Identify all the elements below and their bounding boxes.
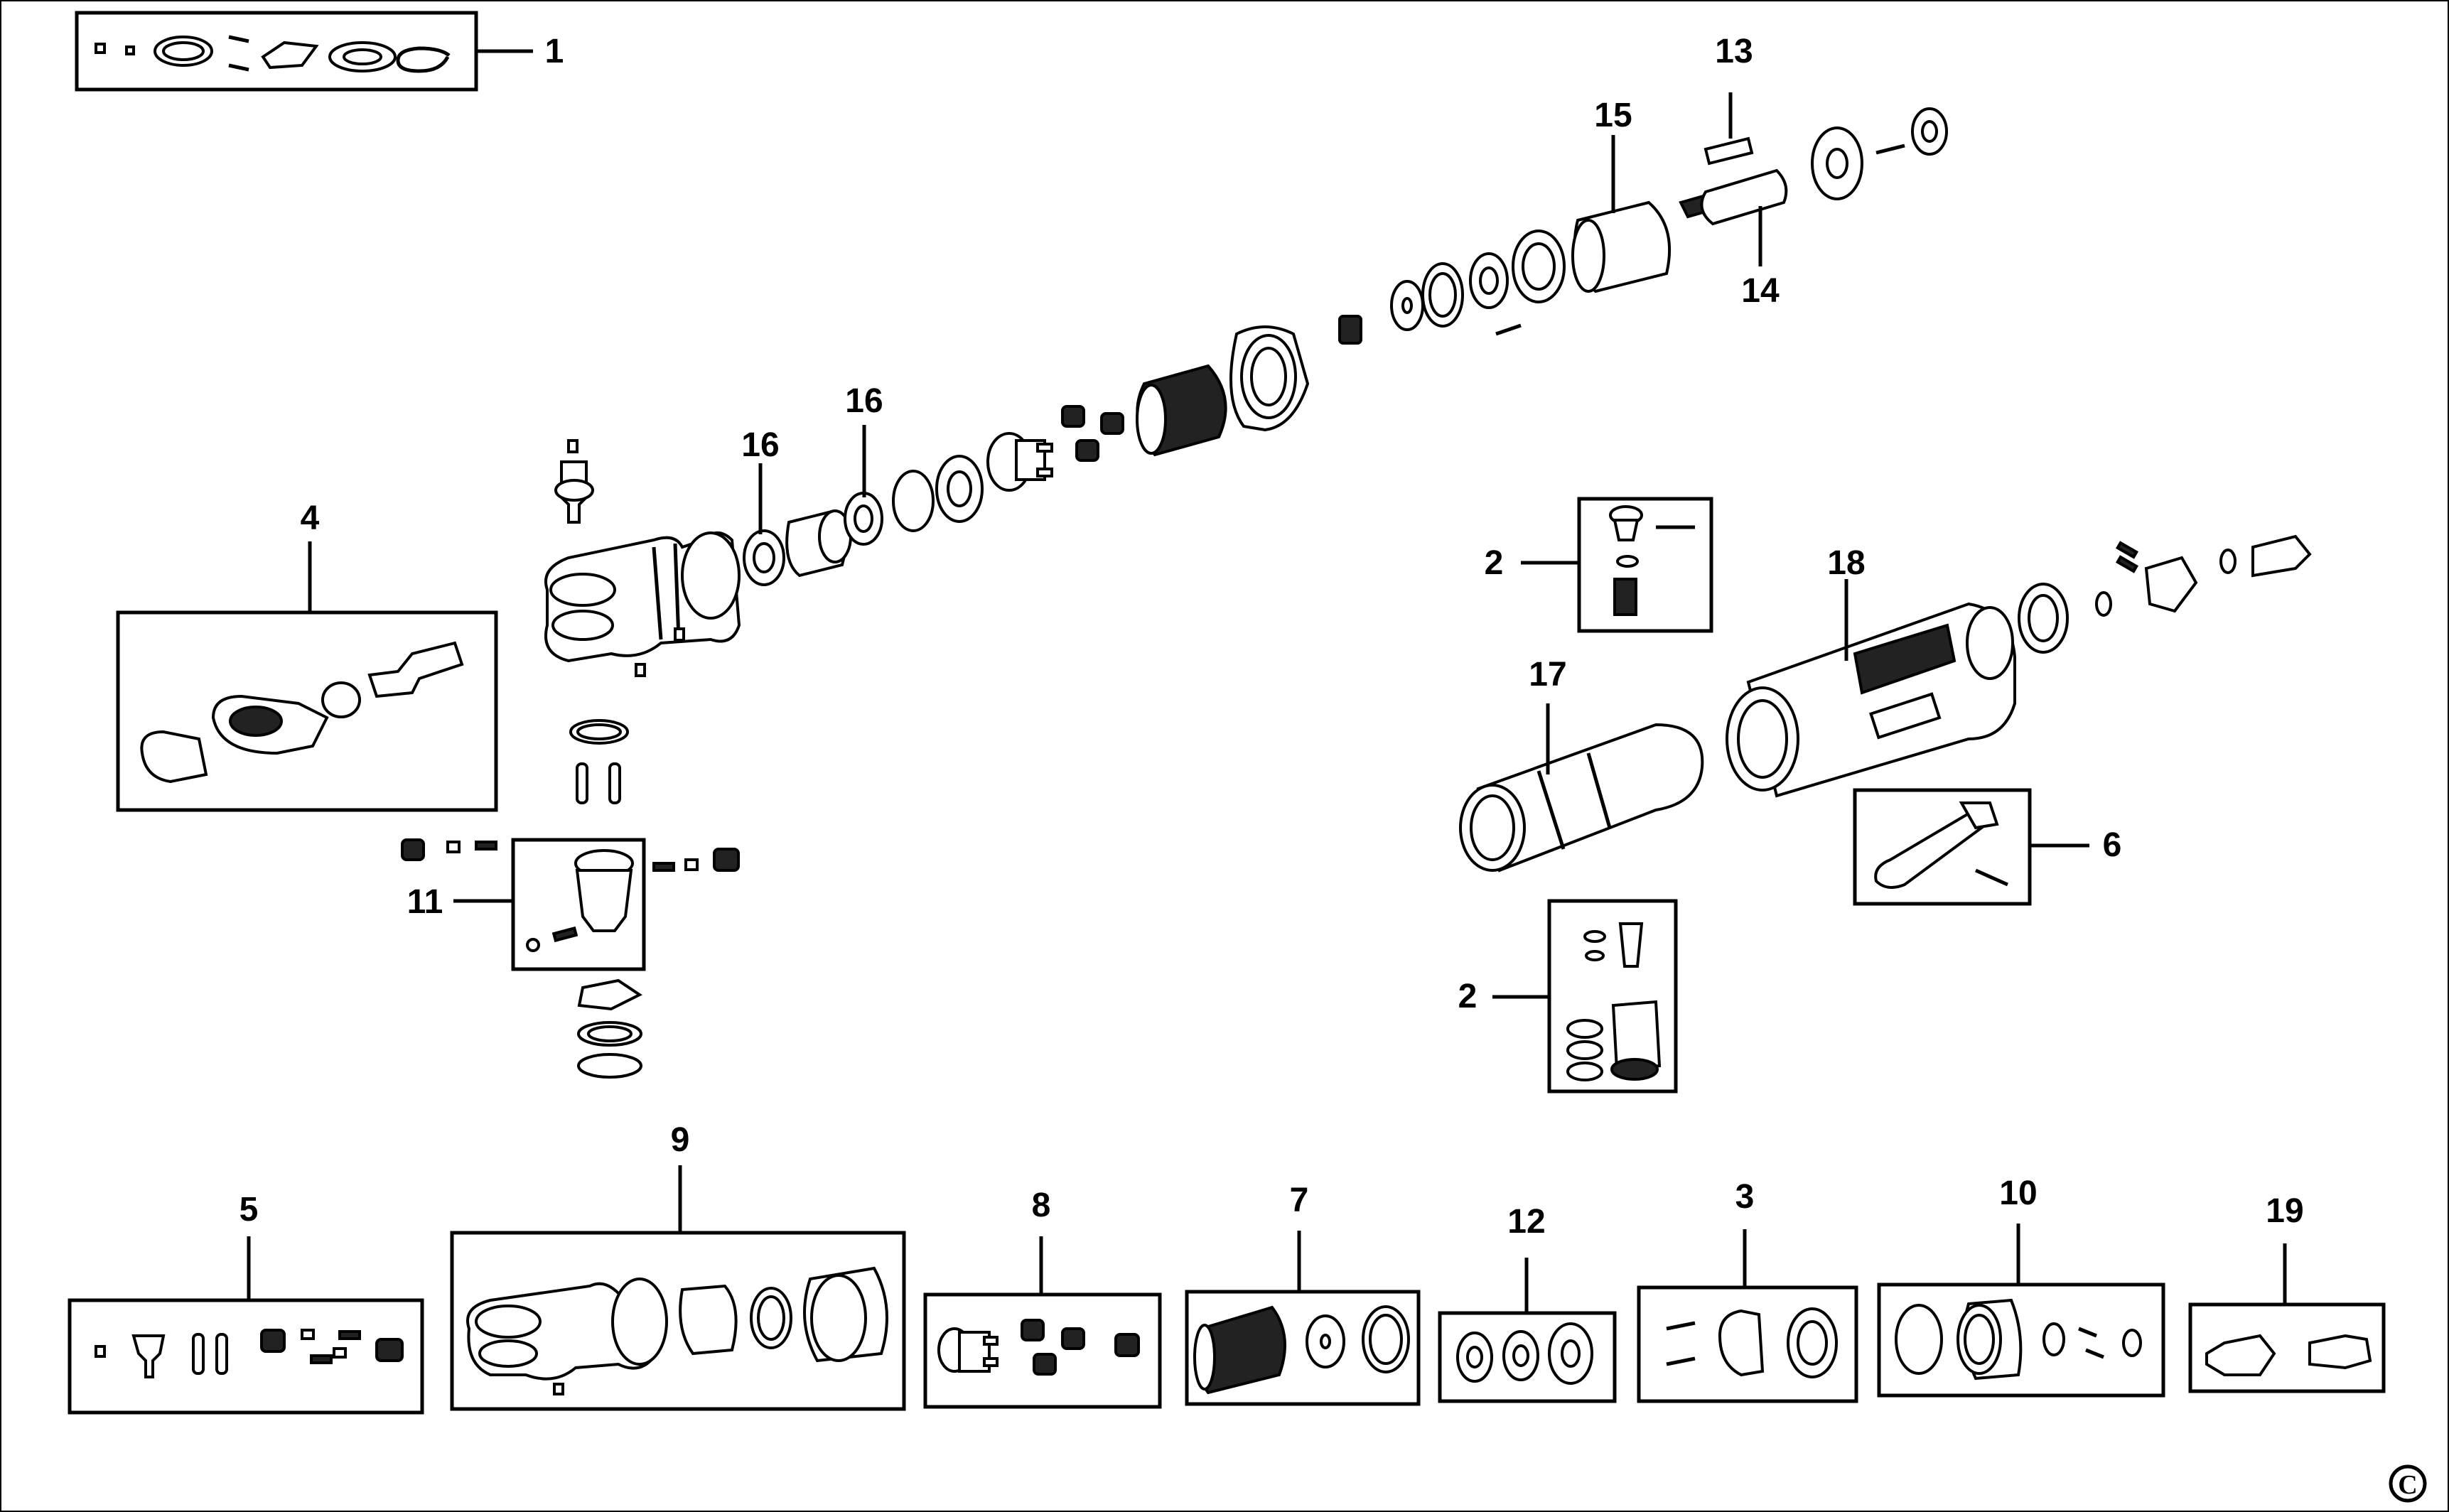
callout-8: 8 bbox=[1032, 1187, 1051, 1224]
anvil-pin bbox=[554, 439, 594, 524]
callout-13: 13 bbox=[1715, 33, 1753, 70]
callout-19: 19 bbox=[2266, 1192, 2303, 1230]
ratchet-head-housing bbox=[544, 531, 741, 663]
callout-6: 6 bbox=[2103, 826, 2122, 864]
planet-gear bbox=[1100, 412, 1124, 435]
kit-4-box bbox=[116, 541, 498, 812]
rear-fittings bbox=[1966, 534, 2312, 680]
kit-10-box bbox=[1877, 1224, 2165, 1398]
o-ring bbox=[892, 470, 935, 532]
copyright-letter: C bbox=[2398, 1470, 2417, 1500]
motor-housing-front bbox=[1459, 723, 1704, 873]
kit-8-box bbox=[923, 1236, 1162, 1409]
kit-2-top-box bbox=[1521, 497, 1713, 633]
ratchet-parts bbox=[401, 719, 740, 1079]
callout-15: 15 bbox=[1594, 97, 1632, 134]
callout-2a: 2 bbox=[1485, 544, 1504, 582]
kit-9-box bbox=[450, 1165, 906, 1411]
callout-16a: 16 bbox=[741, 426, 779, 464]
callout-9: 9 bbox=[671, 1121, 690, 1159]
planet-gear bbox=[1061, 405, 1085, 428]
kit-2-bottom-box bbox=[1492, 899, 1678, 1094]
kit-11-box bbox=[453, 838, 646, 971]
gear-case bbox=[1229, 325, 1310, 432]
ring-gear bbox=[1136, 364, 1227, 457]
callout-12: 12 bbox=[1507, 1203, 1545, 1241]
rear-end-plate bbox=[1811, 126, 1863, 200]
motor-housing-grip bbox=[1726, 602, 2016, 798]
planet-carrier bbox=[986, 432, 1053, 492]
planet-gear bbox=[1075, 439, 1099, 462]
kit-3-box bbox=[1637, 1229, 1858, 1403]
kit-7-box bbox=[1185, 1231, 1421, 1406]
callout-11: 11 bbox=[407, 883, 443, 921]
kit-19-box bbox=[2188, 1243, 2386, 1393]
callout-17: 17 bbox=[1529, 656, 1566, 693]
kit-1-box bbox=[75, 11, 533, 92]
callout-3: 3 bbox=[1735, 1178, 1755, 1216]
main-assembly bbox=[544, 107, 1948, 677]
callout-10: 10 bbox=[1999, 1174, 2037, 1212]
callout-16b: 16 bbox=[845, 382, 883, 420]
vane bbox=[1703, 136, 1754, 166]
callout-1: 1 bbox=[545, 33, 564, 70]
copyright-mark: C bbox=[2389, 1464, 2427, 1503]
callout-14: 14 bbox=[1741, 272, 1780, 310]
callout-7: 7 bbox=[1290, 1182, 1309, 1219]
kit-12-box bbox=[1438, 1258, 1617, 1403]
kit-5-box bbox=[68, 1236, 424, 1415]
callout-labels: 1 4 16 16 13 15 14 11 2 18 17 6 2 9 5 8 … bbox=[239, 33, 2304, 1241]
callout-18: 18 bbox=[1827, 544, 1865, 582]
pin bbox=[1875, 144, 1905, 155]
kit-6-box bbox=[1853, 788, 2089, 906]
leader-lines bbox=[758, 92, 1848, 774]
callout-5: 5 bbox=[239, 1191, 259, 1228]
callout-4: 4 bbox=[301, 500, 320, 537]
cylinder bbox=[1571, 200, 1672, 293]
sun-gear bbox=[1338, 315, 1362, 345]
pin bbox=[1495, 323, 1522, 336]
rotor bbox=[1679, 168, 1788, 226]
callout-2b: 2 bbox=[1458, 978, 1478, 1015]
